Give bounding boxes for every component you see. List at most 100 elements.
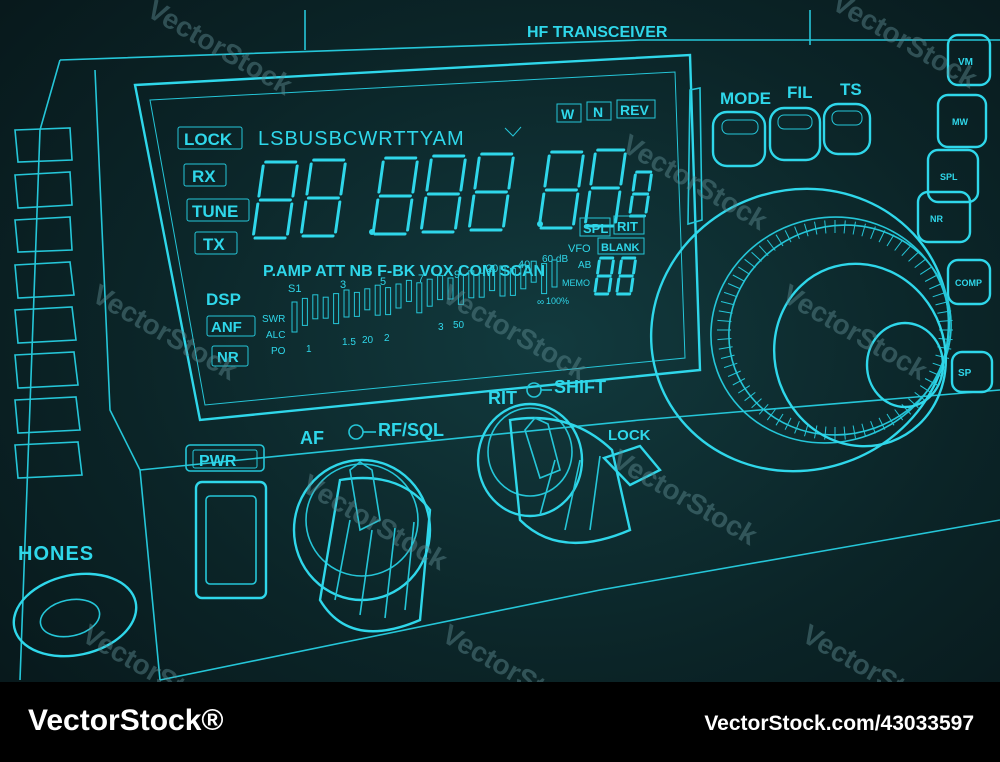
- dial-ridge: [727, 283, 741, 290]
- lock-label: LOCK: [608, 427, 651, 444]
- nr-key[interactable]: [916, 190, 972, 244]
- dial-ridge: [938, 319, 953, 322]
- dial-ridge: [717, 338, 732, 341]
- rit-label: RIT: [488, 388, 517, 408]
- af-rf-knob[interactable]: [292, 458, 432, 633]
- ab-label: AB: [578, 260, 592, 271]
- meter-s1: S1: [288, 283, 301, 295]
- meter-5: 5: [380, 276, 386, 288]
- watermark-6: VectorStock: [777, 278, 933, 386]
- dial-ridge: [894, 409, 904, 421]
- rit-shift-knob[interactable]: [476, 402, 632, 545]
- top-buttons: MODE FIL TS: [720, 80, 862, 108]
- dial-ridge: [878, 230, 886, 243]
- spl-key[interactable]: [926, 148, 980, 204]
- pwr-label: PWR: [199, 453, 237, 470]
- dial-ridge: [758, 403, 769, 415]
- comp-key[interactable]: [946, 258, 992, 306]
- sp-key[interactable]: [950, 350, 994, 394]
- meter-bar: [478, 272, 485, 298]
- meter-bar: [437, 275, 444, 301]
- dial-ridge: [738, 385, 751, 394]
- modes-row: LSBUSBCWRTTYAM: [258, 128, 465, 150]
- nr-key-label: NR: [930, 214, 943, 224]
- dial-ridge: [723, 291, 738, 298]
- dial-ridge: [843, 220, 846, 234]
- main-tuning-dial[interactable]: [611, 147, 989, 513]
- transceiver-illustration: HF TRANSCEIVER LOCK RX TUNE TX LSBUSBCWR…: [12, 0, 1000, 682]
- mode-label: MODE: [720, 89, 771, 108]
- side-keypad: VM MW SPL NR COMP SP: [916, 33, 994, 394]
- dial-ridge: [914, 392, 926, 402]
- rit-tag: RIT: [617, 219, 638, 234]
- rf-sql-label: RF/SQL: [378, 420, 444, 440]
- dial-ridge: [870, 421, 876, 434]
- vfo-label: VFO: [568, 243, 591, 255]
- dial-ridge: [870, 226, 876, 239]
- ts-label: TS: [840, 80, 862, 99]
- dial-ridge: [727, 370, 741, 377]
- lock-button[interactable]: [601, 444, 662, 487]
- meter-bar: [541, 263, 548, 295]
- phones-jack: [12, 572, 138, 658]
- meter-b2: 2: [384, 333, 390, 344]
- dial-ridge: [784, 230, 792, 243]
- meter-bar: [322, 296, 329, 319]
- mw-key[interactable]: [936, 93, 988, 149]
- memo-label: MEMO: [562, 278, 590, 288]
- dial-ridge: [924, 274, 938, 282]
- meter-b100: 100%: [546, 296, 569, 306]
- footer-bar: VectorStock® VectorStock.com/43033597: [0, 682, 1000, 762]
- mw-key-label: MW: [952, 117, 968, 127]
- meter-bar: [509, 267, 516, 296]
- meter-bar: [343, 289, 350, 318]
- power-switch[interactable]: [194, 480, 268, 600]
- mode-button[interactable]: [711, 110, 767, 168]
- dial-ridge: [914, 258, 926, 268]
- ts-button[interactable]: [822, 102, 872, 156]
- meter-b15: 1.5: [342, 337, 356, 348]
- dial-ridge: [723, 362, 738, 369]
- dial-ridge: [720, 301, 735, 306]
- dial-ridge: [824, 220, 827, 234]
- channel-digits: [593, 256, 637, 296]
- vm-key-label: VM: [958, 57, 973, 68]
- meter-binf: ∞: [537, 297, 544, 308]
- lcd-frame: [133, 53, 702, 422]
- spl-tag: SPL: [583, 221, 608, 236]
- dial-ridge: [843, 426, 846, 440]
- dial-ridge: [766, 239, 776, 251]
- meter-9: 9: [454, 269, 460, 281]
- frequency-digits: [252, 148, 653, 240]
- dsp-nr: NR: [217, 349, 239, 366]
- s-meter: S1 3 5 7 9 20 40 60 dB SWR ALC PO 1 1.5 …: [262, 254, 569, 357]
- dial-ridge: [732, 274, 746, 282]
- fil-button[interactable]: [768, 106, 822, 162]
- dial-ridge: [861, 223, 866, 237]
- dial-ridge: [775, 234, 784, 247]
- meter-bar: [551, 259, 558, 288]
- dial-ridge: [901, 245, 912, 257]
- meter-bar: [530, 260, 537, 283]
- top-right-tags: W N REV: [556, 99, 656, 123]
- meter-bar: [468, 270, 475, 299]
- meter-bar: [416, 282, 423, 314]
- dial-ridge: [738, 266, 751, 275]
- side-slot: [687, 87, 703, 226]
- left-indicators: LOCK RX TUNE TX: [177, 126, 250, 255]
- meter-bar: [499, 265, 506, 297]
- dial-ridge: [766, 409, 776, 421]
- shift-label: SHIFT: [554, 377, 606, 397]
- vm-key[interactable]: [946, 33, 992, 87]
- af-label: AF: [300, 428, 324, 448]
- dial-ridge: [919, 266, 932, 275]
- dial-ridge: [852, 425, 856, 439]
- meter-b1: 1: [306, 344, 312, 355]
- watermark-8: VectorStock: [437, 618, 593, 682]
- meter-bar: [447, 277, 454, 300]
- meter-b20: 20: [362, 335, 374, 346]
- footer-image-id: VectorStock.com/43033597: [704, 712, 974, 735]
- dial-ridge: [717, 319, 732, 322]
- tag-n: N: [593, 104, 603, 120]
